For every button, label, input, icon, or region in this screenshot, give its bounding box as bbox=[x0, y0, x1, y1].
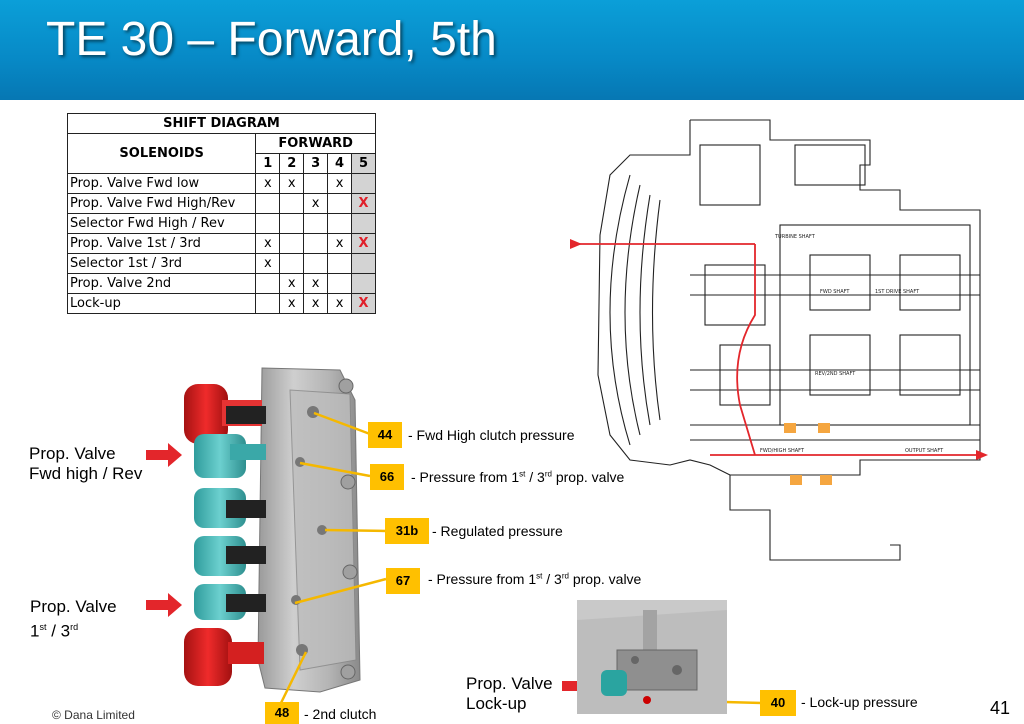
arrow-first-third-icon bbox=[146, 593, 182, 617]
lockup-valve-photo bbox=[577, 600, 727, 714]
gear-cell: X bbox=[351, 233, 376, 254]
callout-40: 40 bbox=[760, 690, 796, 716]
solenoid-name: Lock-up bbox=[66, 293, 257, 314]
gear-mark: x bbox=[287, 296, 296, 311]
gear-mark: X bbox=[358, 196, 369, 211]
callout-44: 44 bbox=[368, 422, 402, 448]
transmission-schematic: TURBINE SHAFT FWD SHAFT 1ST DRIVE SHAFT … bbox=[570, 119, 988, 561]
gear-mark: x bbox=[311, 276, 320, 291]
label-fwd-high-line2: Fwd high / Rev bbox=[29, 464, 143, 483]
gear-mark: X bbox=[358, 236, 369, 251]
gear-mark: x bbox=[335, 236, 344, 251]
gear-mark: x bbox=[263, 236, 272, 251]
callout-31b: 31b bbox=[385, 518, 429, 544]
gear-mark: x bbox=[335, 176, 344, 191]
gear-mark: x bbox=[311, 296, 320, 311]
label-first-third: Prop. Valve 1st / 3rd bbox=[30, 597, 117, 642]
callout-48: 48 bbox=[265, 702, 299, 724]
callout-44-desc: - Fwd High clutch pressure bbox=[408, 427, 575, 443]
table-row: Prop. Valve Fwd High/Rev x X bbox=[66, 193, 376, 214]
gear-header-1: 1 bbox=[255, 153, 281, 174]
copyright: © Dana Limited bbox=[52, 708, 135, 722]
callout-67: 67 bbox=[386, 568, 420, 594]
gear-mark: x bbox=[311, 196, 320, 211]
callout-31b-desc: - Regulated pressure bbox=[432, 523, 563, 539]
schematic-fwd-high-label: FWD/HIGH SHAFT bbox=[760, 448, 805, 454]
label-lockup-line1: Prop. Valve bbox=[466, 674, 553, 693]
gear-cell: x bbox=[303, 293, 329, 314]
gear-cell: x bbox=[303, 193, 329, 214]
label-lockup: Prop. Valve Lock-up bbox=[466, 674, 553, 714]
valve-block-illustration bbox=[184, 367, 361, 693]
gear-mark: x bbox=[287, 276, 296, 291]
gear-cell bbox=[255, 293, 281, 314]
arrow-fwd-high-icon bbox=[146, 443, 182, 467]
gear-mark: X bbox=[358, 296, 369, 311]
solenoid-name: Prop. Valve Fwd High/Rev bbox=[66, 193, 257, 214]
gear-cell: x bbox=[303, 273, 329, 294]
gear-mark: x bbox=[335, 296, 344, 311]
schematic-turbine-label: TURBINE SHAFT bbox=[774, 234, 816, 240]
gear-header-5: 5 bbox=[351, 153, 376, 174]
label-first-third-line1: Prop. Valve bbox=[30, 597, 117, 616]
gear-mark: x bbox=[287, 176, 296, 191]
gear-mark: x bbox=[263, 176, 272, 191]
solenoids-header: SOLENOIDS bbox=[66, 133, 257, 174]
gear-mark: x bbox=[263, 256, 272, 271]
schematic-rev-2nd-label: REV/2ND SHAFT bbox=[815, 371, 856, 377]
solenoid-name: Prop. Valve Fwd low bbox=[66, 173, 257, 194]
slide-title: TE 30 – Forward, 5th bbox=[46, 13, 497, 66]
schematic-first-drive-label: 1ST DRIVE SHAFT bbox=[875, 289, 920, 295]
gear-cell: x bbox=[279, 293, 305, 314]
shift-table-title: SHIFT DIAGRAM bbox=[67, 113, 376, 134]
label-fwd-high-line1: Prop. Valve bbox=[29, 444, 116, 463]
gear-cell: X bbox=[351, 193, 376, 214]
solenoid-name: Selector Fwd High / Rev bbox=[66, 213, 257, 234]
label-first-third-line2: 1st / 3rd bbox=[30, 621, 79, 641]
callout-66-desc: - Pressure from 1st / 3rd prop. valve bbox=[411, 469, 625, 485]
solenoid-name: Prop. Valve 2nd bbox=[66, 273, 257, 294]
label-fwd-high-rev: Prop. Valve Fwd high / Rev bbox=[29, 444, 142, 484]
schematic-fwd-shaft-label: FWD SHAFT bbox=[820, 289, 850, 295]
gear-cell: X bbox=[351, 293, 376, 314]
callout-40-desc: - Lock-up pressure bbox=[801, 694, 918, 710]
schematic-output-label: OUTPUT SHAFT bbox=[905, 448, 944, 454]
callout-48-desc: - 2nd clutch bbox=[304, 706, 377, 722]
callout-66: 66 bbox=[370, 464, 404, 490]
page-number: 41 bbox=[989, 698, 1010, 718]
label-lockup-line2: Lock-up bbox=[466, 694, 527, 713]
callout-67-desc: - Pressure from 1st / 3rd prop. valve bbox=[428, 571, 642, 587]
title-banner: TE 30 – Forward, 5th bbox=[0, 0, 1024, 100]
